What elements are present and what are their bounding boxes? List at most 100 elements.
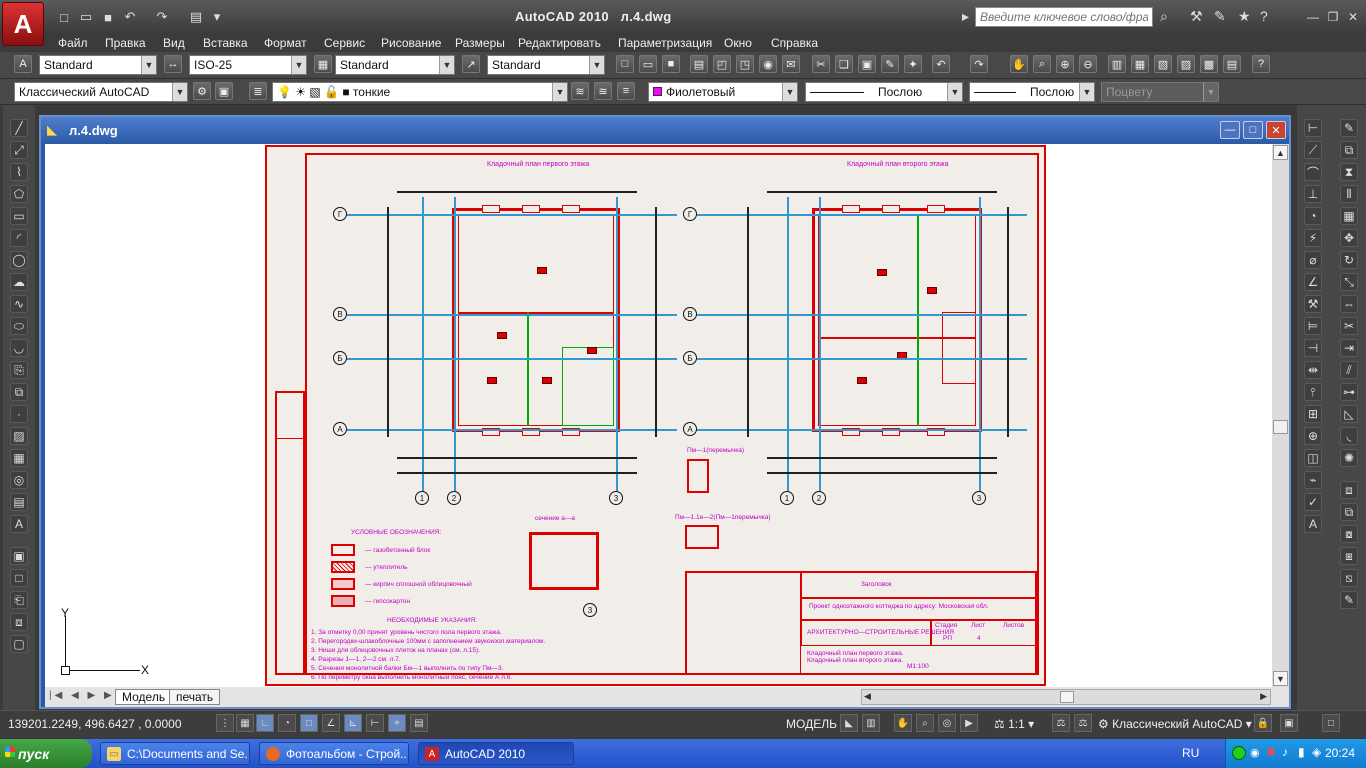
- doc-minimize-icon[interactable]: —: [1220, 121, 1240, 139]
- zoom-realtime-icon[interactable]: ⌕: [1033, 55, 1051, 73]
- new-icon[interactable]: □: [616, 55, 634, 73]
- bring-front-icon[interactable]: ⧉: [1340, 503, 1358, 521]
- region-icon[interactable]: ◎: [10, 471, 28, 489]
- menu-help[interactable]: Справка: [771, 36, 819, 50]
- quickcalc-icon[interactable]: ▤: [1223, 55, 1241, 73]
- tab-model[interactable]: Модель: [115, 689, 173, 705]
- color-select[interactable]: Фиолетовый▼: [648, 82, 798, 102]
- quick-access-dropdown-icon[interactable]: ▾: [213, 9, 221, 24]
- aligned-dim-icon[interactable]: ⟋: [1304, 141, 1322, 159]
- construction-line-icon[interactable]: ⤢: [10, 141, 28, 159]
- zoom-window-icon[interactable]: ⊕: [1056, 55, 1074, 73]
- hatch-icon[interactable]: ▨: [10, 427, 28, 445]
- mleader-style-select[interactable]: Standard▼: [487, 55, 605, 75]
- undo-icon[interactable]: ↶: [124, 9, 136, 24]
- cut-icon[interactable]: ✂: [812, 55, 830, 73]
- quick-properties-icon[interactable]: ▤: [410, 714, 428, 732]
- coordinates-readout[interactable]: 139201.2249, 496.6427 , 0.0000: [8, 717, 182, 731]
- make-current-layer-icon[interactable]: ≋: [571, 82, 589, 100]
- showmotion-icon[interactable]: ▶: [960, 714, 978, 732]
- linetype-select[interactable]: Послою▼: [805, 82, 963, 102]
- workspace-save-icon[interactable]: ▣: [215, 82, 233, 100]
- jogged-linear-icon[interactable]: ⌁: [1304, 471, 1322, 489]
- doc-maximize-icon[interactable]: □: [1243, 121, 1263, 139]
- layout-tool-icon[interactable]: ▣: [10, 547, 28, 565]
- menu-modify[interactable]: Редактировать: [518, 36, 601, 50]
- mtext-icon[interactable]: A: [10, 515, 28, 533]
- restore-icon[interactable]: ❐: [1327, 10, 1339, 24]
- save-tb-icon[interactable]: ■: [662, 55, 680, 73]
- object-snap-tracking-icon[interactable]: ∠: [322, 714, 340, 732]
- publish-icon[interactable]: ◳: [736, 55, 754, 73]
- send-back-icon[interactable]: ⧇: [1340, 525, 1358, 543]
- arc-length-icon[interactable]: ⌒: [1304, 163, 1322, 181]
- rotate-icon[interactable]: ↻: [1340, 251, 1358, 269]
- menu-format[interactable]: Формат: [264, 36, 307, 50]
- view-icon[interactable]: ▢: [10, 635, 28, 653]
- menu-window[interactable]: Окно: [724, 36, 752, 50]
- pan-status-icon[interactable]: ✋: [894, 714, 912, 732]
- erase-icon[interactable]: ✎: [1340, 119, 1358, 137]
- annotation-visibility-icon[interactable]: ⚖: [1052, 714, 1070, 732]
- properties-icon[interactable]: ▥: [1108, 55, 1126, 73]
- tray-security-icon[interactable]: ✖: [1266, 745, 1277, 759]
- open-icon[interactable]: ▭: [639, 55, 657, 73]
- copy-icon[interactable]: ❏: [835, 55, 853, 73]
- arc-icon[interactable]: ◜: [10, 229, 28, 247]
- center-mark-icon[interactable]: ⊕: [1304, 427, 1322, 445]
- scale-icon[interactable]: ⤡: [1340, 273, 1358, 291]
- draworder-icon[interactable]: ⧈: [1340, 481, 1358, 499]
- plot-tb-icon[interactable]: ▤: [690, 55, 708, 73]
- table-style-select[interactable]: Standard▼: [335, 55, 455, 75]
- layer-manager-icon[interactable]: ≣: [249, 82, 267, 100]
- line-icon[interactable]: ╱: [10, 119, 28, 137]
- menu-file[interactable]: Файл: [58, 36, 88, 50]
- plot-preview-icon[interactable]: ◰: [713, 55, 731, 73]
- dynamic-input-icon[interactable]: ⊢: [366, 714, 384, 732]
- etransmit-icon[interactable]: ✉: [782, 55, 800, 73]
- menu-view[interactable]: Вид: [163, 36, 185, 50]
- menu-edit[interactable]: Правка: [105, 36, 146, 50]
- snap-mode-icon[interactable]: ⋮: [216, 714, 234, 732]
- tab-layout-print[interactable]: печать: [169, 689, 221, 705]
- dim-style-select[interactable]: ISO-25▼: [189, 55, 307, 75]
- ellipse-icon[interactable]: ⬭: [10, 317, 28, 335]
- match-properties-icon[interactable]: ✎: [881, 55, 899, 73]
- text-style-select[interactable]: Standard▼: [39, 55, 157, 75]
- viewport-icon[interactable]: □: [10, 569, 28, 587]
- paste-icon[interactable]: ▣: [858, 55, 876, 73]
- revision-cloud-icon[interactable]: ☁: [10, 273, 28, 291]
- linear-dim-icon[interactable]: ⊢: [1304, 119, 1322, 137]
- tray-signal-icon[interactable]: ▮: [1298, 745, 1305, 759]
- auto-scale-icon[interactable]: ⚖: [1074, 714, 1092, 732]
- tray-misc-icon[interactable]: ◈: [1312, 745, 1322, 759]
- quick-dim-icon[interactable]: ⚒: [1304, 295, 1322, 313]
- dim-style-icon[interactable]: ↔: [164, 55, 182, 73]
- object-snap-icon[interactable]: □: [300, 714, 318, 732]
- application-menu-button[interactable]: A: [2, 2, 44, 46]
- copy-object-icon[interactable]: ⧉: [1340, 141, 1358, 159]
- model-space-canvas[interactable]: Y X Кладочный план первого этажа: [45, 144, 1272, 687]
- block-editor-icon[interactable]: ✦: [904, 55, 922, 73]
- layout-icon[interactable]: ⧈: [10, 613, 28, 631]
- bring-above-icon[interactable]: ⧆: [1340, 547, 1358, 565]
- redo-icon[interactable]: ↷: [156, 9, 168, 24]
- tool-palettes-icon[interactable]: ▧: [1154, 55, 1172, 73]
- help-tb-icon[interactable]: ?: [1252, 55, 1270, 73]
- break-icon[interactable]: ⫽: [1340, 361, 1358, 379]
- steering-wheel-icon[interactable]: ◎: [938, 714, 956, 732]
- lineweight-select[interactable]: Послою▼: [969, 82, 1095, 102]
- new-file-icon[interactable]: □: [60, 9, 68, 25]
- layer-previous-icon[interactable]: ≊: [594, 82, 612, 100]
- lineweight-toggle-icon[interactable]: +: [388, 714, 406, 732]
- doc-close-icon[interactable]: ✕: [1266, 121, 1286, 139]
- move-icon[interactable]: ✥: [1340, 229, 1358, 247]
- workspace-switching[interactable]: ⚙ Классический AutoCAD ▾: [1098, 717, 1252, 731]
- menu-tools[interactable]: Сервис: [324, 36, 366, 50]
- fillet-icon[interactable]: ◟: [1340, 427, 1358, 445]
- plot-icon[interactable]: ▤: [189, 9, 203, 24]
- toolbar-lock-icon[interactable]: 🔒: [1254, 714, 1272, 732]
- scroll-left-icon[interactable]: ◀: [864, 691, 871, 701]
- pan-icon[interactable]: ✋: [1010, 55, 1028, 73]
